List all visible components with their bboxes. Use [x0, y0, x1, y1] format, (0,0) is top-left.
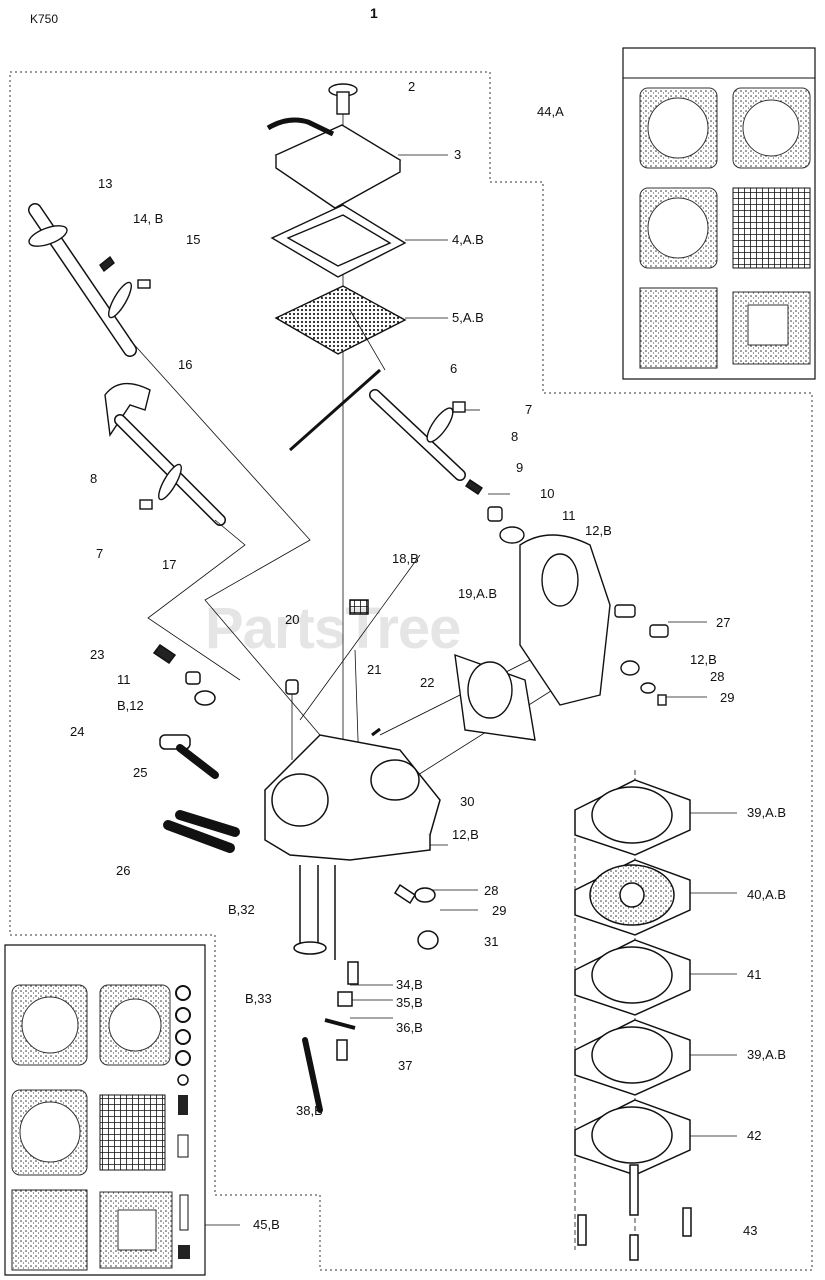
callout-13[interactable]: 13 [98, 176, 113, 191]
callout-45[interactable]: 45,B [253, 1217, 280, 1232]
callout-10[interactable]: 10 [540, 486, 555, 501]
callout-12-mid[interactable]: 12,B [690, 652, 717, 667]
callout-18[interactable]: 18,B [392, 551, 419, 566]
callout-21[interactable]: 21 [367, 662, 382, 677]
callout-43[interactable]: 43 [743, 1223, 758, 1238]
callout-41[interactable]: 41 [747, 967, 762, 982]
callout-28-right[interactable]: 28 [710, 669, 725, 684]
callout-4[interactable]: 4,A.B [452, 232, 484, 247]
callout-12-left[interactable]: B,12 [117, 698, 144, 713]
callout-27[interactable]: 27 [716, 615, 731, 630]
callout-42[interactable]: 42 [747, 1128, 762, 1143]
callout-29-right[interactable]: 29 [720, 690, 735, 705]
callout-34[interactable]: 34,B [396, 977, 423, 992]
right-pump-parts [289, 368, 669, 741]
page-number: 1 [370, 5, 378, 21]
callout-26[interactable]: 26 [116, 863, 131, 878]
gasket-kit-45-box [4, 944, 206, 1276]
callout-5[interactable]: 5,A.B [452, 310, 484, 325]
callout-3[interactable]: 3 [454, 147, 462, 162]
callout-31[interactable]: 31 [484, 934, 499, 949]
callout-12-right[interactable]: 12,B [585, 523, 612, 538]
callout-40[interactable]: 40,A.B [747, 887, 787, 902]
callout-39-upper[interactable]: 39,A.B [747, 805, 787, 820]
callout-38[interactable]: 38,B [296, 1103, 323, 1118]
callout-7-right[interactable]: 7 [525, 402, 533, 417]
callout-37[interactable]: 37 [398, 1058, 413, 1073]
watermark: PartsTree [205, 596, 461, 661]
callout-12-lower[interactable]: 12,B [452, 827, 479, 842]
top-stack [266, 83, 407, 800]
callout-6[interactable]: 6 [450, 361, 458, 376]
callout-7-left[interactable]: 7 [96, 546, 104, 561]
callout-35[interactable]: 35,B [396, 995, 423, 1010]
callout-22[interactable]: 22 [420, 675, 435, 690]
callout-11-right[interactable]: 11 [562, 508, 576, 523]
callout-28-lower[interactable]: 28 [484, 883, 499, 898]
assembly-boundary [9, 71, 813, 1271]
callout-39-lower[interactable]: 39,A.B [747, 1047, 787, 1062]
callout-23[interactable]: 23 [90, 647, 105, 662]
leader-lines [129, 154, 737, 1250]
callout-29-lower[interactable]: 29 [492, 903, 507, 918]
callout-8-right[interactable]: 8 [511, 429, 519, 444]
callout-19[interactable]: 19,A.B [458, 586, 498, 601]
callout-17[interactable]: 17 [162, 557, 177, 572]
callout-16[interactable]: 16 [178, 357, 193, 372]
callout-24[interactable]: 24 [70, 724, 85, 739]
callout-15[interactable]: 15 [186, 232, 201, 247]
carburetor-body [152, 599, 441, 1113]
callout-2[interactable]: 2 [408, 79, 416, 94]
callout-8-left[interactable]: 8 [90, 471, 98, 486]
throttle-shaft-assembly [28, 203, 226, 526]
metering-diaphragm-stack [574, 779, 692, 1261]
callout-20[interactable]: 20 [285, 612, 300, 627]
callout-32[interactable]: B,32 [228, 902, 255, 917]
callout-36[interactable]: 36,B [396, 1020, 423, 1035]
callout-14[interactable]: 14, B [133, 211, 164, 226]
callout-9[interactable]: 9 [516, 460, 524, 475]
callout-25[interactable]: 25 [133, 765, 148, 780]
callout-11-left[interactable]: 11 [117, 672, 131, 687]
gasket-kit-44-box [622, 47, 816, 380]
callout-33[interactable]: B,33 [245, 991, 272, 1006]
model-number: K750 [30, 12, 59, 26]
callout-30[interactable]: 30 [460, 794, 475, 809]
callout-44[interactable]: 44,A [537, 104, 564, 119]
